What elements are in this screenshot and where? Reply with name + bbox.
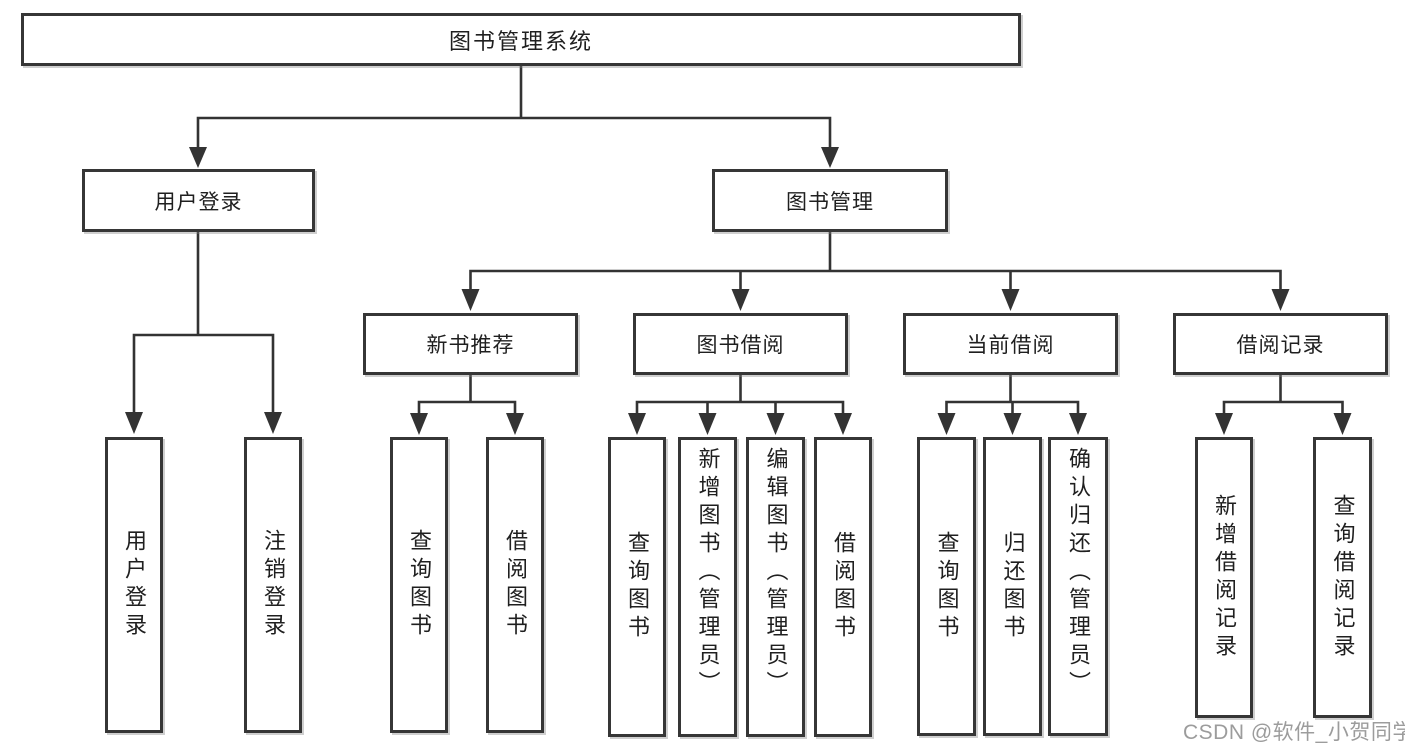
arrow-down-icon — [834, 413, 852, 435]
arrow-down-icon — [1271, 289, 1290, 311]
leaf-user-login: 用户登录 — [105, 437, 163, 733]
arrow-down-icon — [937, 413, 956, 435]
arrow-down-icon — [1333, 413, 1352, 435]
csdn-watermark: CSDN @软件_小贺同学 — [1183, 721, 1405, 744]
node-borrow-records: 借阅记录 — [1173, 313, 1388, 375]
arrow-down-icon — [731, 289, 750, 311]
leaf-current-return-book: 归还图书 — [983, 437, 1042, 736]
leaf-logout: 注销登录 — [244, 437, 302, 733]
leaf-current-confirm-return-admin: 确认归还（管理员） — [1048, 437, 1108, 736]
arrow-down-icon — [125, 412, 143, 434]
leaf-borrow-borrow-books: 借阅图书 — [814, 437, 872, 737]
leaf-recommend-query-books: 查询图书 — [390, 437, 448, 733]
node-book-borrow: 图书借阅 — [633, 313, 848, 375]
arrow-down-icon — [1215, 413, 1233, 435]
arrow-down-icon — [698, 413, 717, 435]
arrow-down-icon — [1001, 289, 1020, 311]
leaf-records-add-record: 新增借阅记录 — [1195, 437, 1253, 718]
node-user-login: 用户登录 — [82, 169, 315, 232]
arrow-down-icon — [410, 413, 428, 435]
arrow-down-icon — [1069, 413, 1087, 435]
node-new-book-recommend: 新书推荐 — [363, 313, 578, 375]
arrow-down-icon — [189, 147, 207, 168]
leaf-current-query-books: 查询图书 — [917, 437, 976, 736]
arrow-down-icon — [766, 413, 785, 435]
arrow-down-icon — [628, 413, 646, 435]
arrow-down-icon — [264, 412, 282, 434]
node-book-management: 图书管理 — [712, 169, 948, 232]
arrow-down-icon — [506, 413, 524, 435]
node-root: 图书管理系统 — [21, 13, 1021, 66]
leaf-borrow-query-books: 查询图书 — [608, 437, 666, 737]
arrow-down-icon — [461, 289, 480, 311]
arrow-down-icon — [1003, 413, 1022, 435]
arrow-down-icon — [821, 147, 839, 168]
leaf-borrow-add-book-admin: 新增图书（管理员） — [678, 437, 737, 737]
leaf-records-query-record: 查询借阅记录 — [1313, 437, 1372, 718]
leaf-borrow-edit-book-admin: 编辑图书（管理员） — [746, 437, 805, 737]
node-current-borrow: 当前借阅 — [903, 313, 1118, 375]
leaf-recommend-borrow-books: 借阅图书 — [486, 437, 544, 733]
